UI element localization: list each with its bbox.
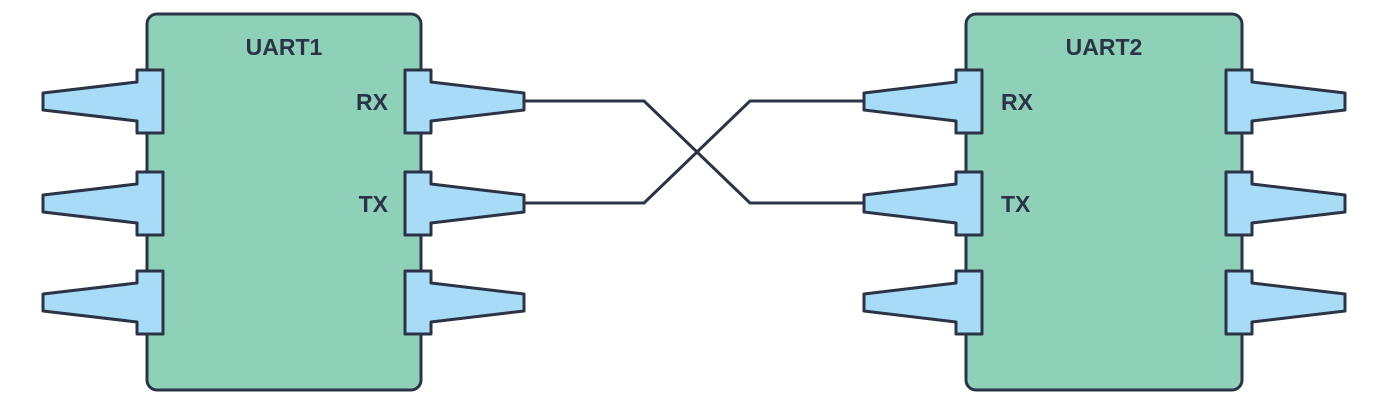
- wire-uart1-rx-to-uart2-tx: [524, 99, 864, 205]
- uart2-rx-pin: [862, 68, 984, 135]
- uart2-right-pin-1: [1224, 68, 1347, 135]
- uart1-left-pin-1: [41, 68, 165, 135]
- uart1-tx-pin: [403, 170, 526, 237]
- uart2-right-pin-2: [1224, 170, 1347, 237]
- uart2-right-pin-3: [1224, 269, 1347, 336]
- uart2-rx-label: RX: [1001, 89, 1034, 115]
- uart1-rx-pin: [403, 68, 526, 135]
- uart2-left-pin-3: [862, 269, 984, 336]
- uart2-tx-pin: [862, 170, 984, 237]
- uart1-title: UART1: [246, 34, 323, 60]
- uart2-title: UART2: [1066, 34, 1143, 60]
- uart1-left-pin-3: [41, 269, 165, 336]
- uart2-chip: UART2 RX TX: [862, 12, 1347, 392]
- uart1-right-pin-3: [403, 269, 526, 336]
- wire-uart1-tx-to-uart2-rx: [524, 99, 864, 205]
- uart1-chip: UART1 RX TX: [41, 12, 526, 392]
- uart2-tx-label: TX: [1001, 191, 1031, 217]
- uart1-left-pin-2: [41, 170, 165, 237]
- uart1-tx-label: TX: [359, 191, 389, 217]
- uart1-rx-label: RX: [356, 89, 389, 115]
